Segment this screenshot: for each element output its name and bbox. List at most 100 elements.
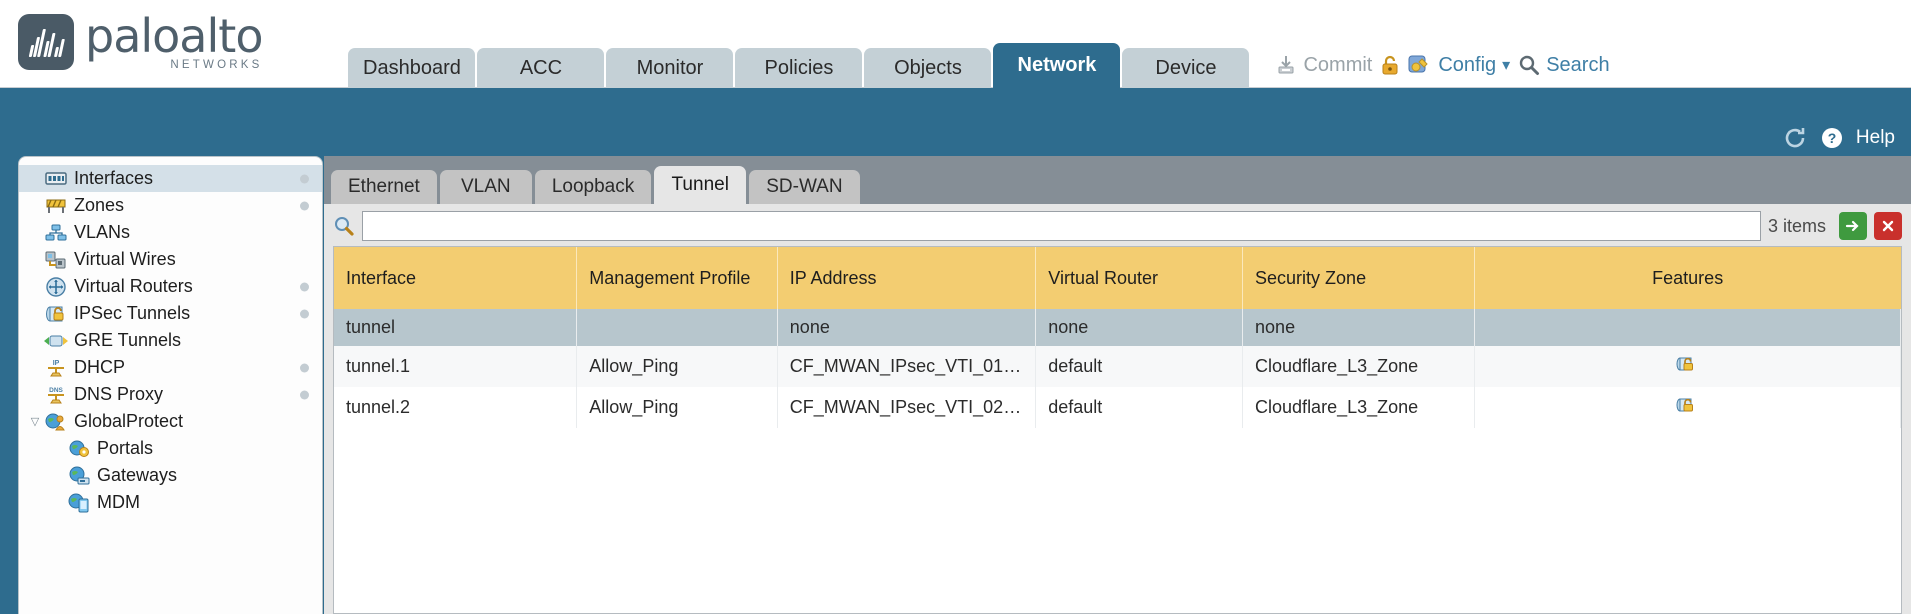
nav-tab-acc[interactable]: ACC — [477, 48, 605, 88]
sidebar-item-gateways[interactable]: Gateways — [19, 462, 322, 489]
nav-tab-dashboard[interactable]: Dashboard — [348, 48, 476, 88]
sidebar-item-globalprotect[interactable]: ▽ GlobalProtect — [19, 408, 322, 435]
table-row[interactable]: tunnel.1 Allow_Ping CF_MWAN_IPsec_VTI_01… — [334, 346, 1901, 387]
sidebar-item-portals[interactable]: Portals — [19, 435, 322, 462]
cell-virtual-router: default — [1035, 387, 1244, 428]
sidebar-item-label: DHCP — [74, 357, 126, 377]
cell-interface[interactable]: tunnel — [334, 309, 578, 346]
sidebar-item-virtual-routers[interactable]: Virtual Routers — [19, 273, 322, 300]
lock-button[interactable] — [1380, 54, 1400, 76]
sidebar-item-virtual-wires[interactable]: Virtual Wires — [19, 246, 322, 273]
tab-tunnel[interactable]: Tunnel — [654, 166, 747, 204]
tab-vlan[interactable]: VLAN — [439, 170, 532, 204]
nav-tab-label: Policies — [764, 56, 834, 79]
nav-tab-network[interactable]: Network — [993, 43, 1121, 88]
col-header-features[interactable]: Features — [1474, 247, 1901, 309]
sidebar-item-mdm[interactable]: MDM — [19, 489, 322, 516]
sidebar-item-label: DNS Proxy — [74, 384, 164, 404]
table-row[interactable]: tunnel.2 Allow_Ping CF_MWAN_IPsec_VTI_02… — [334, 387, 1901, 428]
col-header-ip-address[interactable]: IP Address — [777, 247, 1037, 309]
cell-ip-address: CF_MWAN_IPsec_VTI_02_... — [777, 387, 1037, 428]
cell-management-profile: Allow_Ping — [576, 387, 778, 428]
clear-filter-button[interactable] — [1874, 212, 1902, 240]
cell-security-zone: Cloudflare_L3_Zone — [1242, 346, 1475, 387]
commit-label: Commit — [1303, 53, 1373, 76]
tab-label: Loopback — [551, 176, 635, 197]
search-magnifier-icon[interactable] — [333, 215, 355, 237]
commit-button[interactable]: Commit — [1275, 54, 1372, 77]
nav-tab-monitor[interactable]: Monitor — [606, 48, 734, 88]
sidebar-item-dhcp[interactable]: IP DHCP — [19, 354, 322, 381]
nav-tab-label: Monitor — [636, 56, 704, 79]
cell-features — [1474, 309, 1901, 346]
interfaces-icon — [43, 169, 69, 189]
status-dot — [300, 201, 309, 210]
help-icon[interactable]: ? — [1820, 126, 1844, 150]
sidebar-item-label: Virtual Routers — [74, 276, 193, 296]
status-dot — [300, 309, 309, 318]
twisty-expanded-icon[interactable]: ▽ — [30, 416, 40, 428]
help-label[interactable]: Help — [1855, 127, 1895, 148]
nav-tab-label: ACC — [519, 56, 563, 79]
portals-icon — [66, 439, 92, 459]
tab-loopback[interactable]: Loopback — [534, 170, 652, 204]
commit-icon — [1275, 54, 1297, 76]
brand-name: paloalto — [85, 8, 263, 63]
paloalto-logo-icon — [18, 13, 74, 70]
search-input[interactable] — [373, 216, 1750, 236]
cell-features — [1474, 346, 1901, 387]
col-header-management-profile[interactable]: Management Profile — [576, 247, 778, 309]
padlock-icon — [1380, 54, 1400, 76]
cell-interface[interactable]: tunnel.1 — [334, 346, 578, 387]
tab-sdwan[interactable]: SD-WAN — [749, 170, 860, 204]
nav-tab-label: Objects — [894, 56, 962, 79]
cell-virtual-router: default — [1035, 346, 1244, 387]
tab-label: Ethernet — [348, 176, 420, 197]
mdm-icon — [66, 493, 92, 513]
tab-ethernet[interactable]: Ethernet — [331, 170, 437, 204]
sidebar-item-label: VLANs — [74, 222, 131, 242]
tab-label: SD-WAN — [766, 176, 843, 197]
sidebar-item-dns-proxy[interactable]: DNS DNS Proxy — [19, 381, 322, 408]
nav-tab-objects[interactable]: Objects — [864, 48, 992, 88]
sidebar-item-gre-tunnels[interactable]: GRE Tunnels — [19, 327, 322, 354]
col-header-virtual-router[interactable]: Virtual Router — [1035, 247, 1244, 309]
sidebar-item-label: MDM — [97, 492, 140, 512]
apply-filter-button[interactable] — [1839, 212, 1867, 240]
nav-tab-device[interactable]: Device — [1122, 48, 1250, 88]
col-header-interface[interactable]: Interface — [334, 247, 578, 309]
tunnel-interfaces-table: Interface Management Profile IP Address … — [333, 246, 1902, 614]
filter-toolbar: 3 items — [333, 211, 1902, 246]
cell-virtual-router: none — [1035, 309, 1244, 346]
cell-interface[interactable]: tunnel.2 — [334, 387, 578, 428]
zones-icon — [43, 196, 69, 216]
search-label: Search — [1546, 53, 1610, 76]
sidebar-item-label: Portals — [97, 438, 154, 458]
tab-label: Tunnel — [671, 174, 729, 195]
virtual-wires-icon — [43, 250, 69, 270]
padlock-icon — [1676, 395, 1698, 420]
col-header-security-zone[interactable]: Security Zone — [1242, 247, 1475, 309]
sidebar-item-label: GlobalProtect — [74, 411, 184, 431]
cell-security-zone: none — [1242, 309, 1475, 346]
brand-logo: paloalto NETWORKS — [0, 8, 263, 88]
svg-text:DNS: DNS — [49, 387, 63, 394]
chevron-down-icon[interactable]: ▾ — [1502, 57, 1511, 74]
vlans-icon — [43, 223, 69, 243]
sidebar-item-ipsec-tunnels[interactable]: IPSec Tunnels — [19, 300, 322, 327]
gre-tunnels-icon — [43, 331, 69, 351]
search-icon — [1518, 54, 1540, 76]
sidebar-item-label: IPSec Tunnels — [74, 303, 191, 323]
sidebar-item-interfaces[interactable]: Interfaces — [19, 165, 322, 192]
config-menu-button[interactable]: Config ▾ — [1408, 53, 1510, 77]
refresh-icon[interactable] — [1782, 125, 1808, 151]
padlock-icon — [1676, 354, 1698, 379]
filter-input-wrap[interactable] — [362, 211, 1761, 241]
sidebar-item-vlans[interactable]: VLANs — [19, 219, 322, 246]
sidebar-item-zones[interactable]: Zones — [19, 192, 322, 219]
nav-tab-policies[interactable]: Policies — [735, 48, 863, 88]
status-dot — [300, 390, 309, 399]
cell-management-profile — [576, 309, 778, 346]
table-row[interactable]: tunnel none none none — [334, 309, 1901, 346]
search-button[interactable]: Search — [1518, 53, 1610, 77]
